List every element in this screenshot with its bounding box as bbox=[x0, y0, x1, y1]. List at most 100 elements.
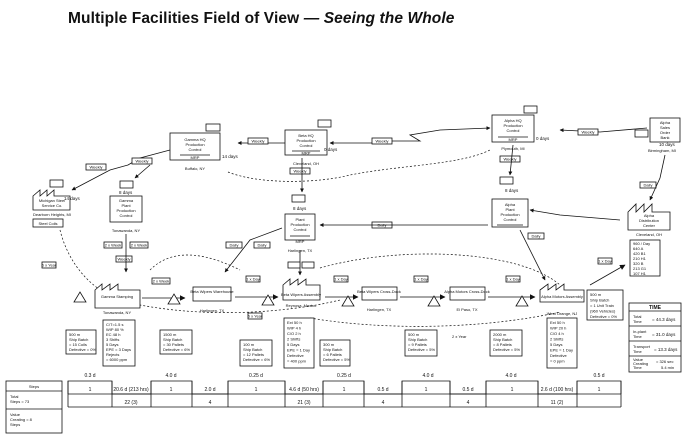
svg-text:213 G1: 213 G1 bbox=[633, 266, 647, 271]
svg-text:0.25 d: 0.25 d bbox=[249, 373, 263, 379]
beta-plant-control: Plant Production Control MRP 8 days Harl… bbox=[284, 158, 316, 253]
svg-text:Steps: Steps bbox=[10, 422, 20, 427]
process-5-name: Alpha Motors Cross-Dock bbox=[444, 289, 490, 294]
alpha-hq-control: Alpha HQ Production Control MRP 0 days P… bbox=[491, 105, 550, 151]
svg-text:2 Shifts: 2 Shifts bbox=[550, 337, 563, 342]
svg-text:Transport: Transport bbox=[633, 344, 651, 349]
svg-text:MRP: MRP bbox=[191, 155, 200, 160]
svg-text:Weekly: Weekly bbox=[89, 165, 102, 170]
svg-text:Production: Production bbox=[296, 138, 315, 143]
svg-text:Weekly: Weekly bbox=[581, 130, 594, 135]
svg-text:14 days: 14 days bbox=[222, 154, 239, 159]
title-text: Multiple Facilities Field of View bbox=[68, 10, 300, 27]
svg-text:22 (3): 22 (3) bbox=[124, 400, 137, 406]
svg-text:= 326 sec: = 326 sec bbox=[656, 359, 673, 364]
svg-text:Time: Time bbox=[633, 334, 643, 339]
svg-text:WIP 20 h: WIP 20 h bbox=[550, 326, 566, 331]
svg-text:Weekly: Weekly bbox=[503, 157, 516, 162]
svg-text:Alpha: Alpha bbox=[660, 120, 671, 125]
svg-text:= 6 Pallets: = 6 Pallets bbox=[323, 352, 342, 357]
svg-text:8 days: 8 days bbox=[293, 206, 307, 211]
svg-text:Service Co.: Service Co. bbox=[42, 203, 63, 208]
svg-text:Defective = 6%: Defective = 6% bbox=[243, 357, 270, 362]
svg-text:3 Shifts: 3 Shifts bbox=[106, 337, 119, 342]
svg-text:Ship Batch: Ship Batch bbox=[408, 337, 427, 342]
svg-text:Creating: Creating bbox=[633, 361, 648, 366]
svg-text:5 Days: 5 Days bbox=[550, 342, 562, 347]
data-box-8: 2000 m Ship Batch = 8 Pallets Defective … bbox=[489, 329, 523, 357]
svg-text:Gamma HQ: Gamma HQ bbox=[184, 137, 205, 142]
svg-text:Ext 50 h: Ext 50 h bbox=[287, 320, 302, 325]
svg-text:8 days: 8 days bbox=[119, 190, 133, 195]
svg-text:Time: Time bbox=[633, 349, 643, 354]
svg-text:Defective = 0%: Defective = 0% bbox=[69, 347, 96, 352]
svg-text:Time: Time bbox=[633, 319, 643, 324]
svg-text:Ship Batch: Ship Batch bbox=[323, 347, 342, 352]
svg-text:Reynosa, Mexico: Reynosa, Mexico bbox=[286, 303, 317, 308]
process-flow: 6 x Year Gamma Stamping Tonawanda, NY Be… bbox=[41, 229, 626, 339]
svg-text:= 8 Pallets: = 8 Pallets bbox=[493, 342, 512, 347]
svg-text:1 x Day: 1 x Day bbox=[246, 277, 260, 282]
svg-text:Control: Control bbox=[300, 143, 313, 148]
process-6-name: Alpha Motors Assembly bbox=[541, 294, 583, 299]
svg-text:0.5 d: 0.5 d bbox=[593, 373, 604, 379]
svg-text:Production: Production bbox=[185, 142, 204, 147]
svg-text:Ship Batch: Ship Batch bbox=[163, 337, 182, 342]
svg-text:1: 1 bbox=[425, 387, 428, 393]
svg-text:TIME: TIME bbox=[649, 305, 662, 311]
svg-text:Total: Total bbox=[10, 394, 19, 399]
svg-text:1 x Day: 1 x Day bbox=[414, 277, 428, 282]
svg-text:Center: Center bbox=[643, 223, 656, 228]
svg-text:Bank: Bank bbox=[660, 135, 669, 140]
svg-text:= 400 ppm: = 400 ppm bbox=[287, 359, 307, 364]
svg-text:107 H1: 107 H1 bbox=[633, 271, 647, 276]
svg-text:Plant: Plant bbox=[505, 207, 515, 212]
svg-text:Weekly: Weekly bbox=[293, 169, 306, 174]
svg-text:2.0 d: 2.0 d bbox=[204, 387, 215, 393]
svg-text:4.6 d (50 hrs): 4.6 d (50 hrs) bbox=[289, 387, 319, 393]
svg-text:C/T=1.5 s: C/T=1.5 s bbox=[106, 322, 123, 327]
svg-text:= 13.3 days: = 13.3 days bbox=[654, 347, 678, 352]
svg-text:6 x Year: 6 x Year bbox=[42, 263, 57, 268]
svg-text:In-plant: In-plant bbox=[633, 329, 647, 334]
svg-text:4.0 d: 4.0 d bbox=[505, 373, 516, 379]
svg-text:Harlingen, TX: Harlingen, TX bbox=[367, 307, 392, 312]
svg-text:5 Days: 5 Days bbox=[106, 342, 118, 347]
data-box-2: C/T=1.5 s WIP 80 % EC 48 h 3 Shifts 5 Da… bbox=[102, 319, 136, 367]
svg-text:Creating = 8: Creating = 8 bbox=[10, 417, 33, 422]
time-summary: TIME Total Time = 44.3 days In-plant Tim… bbox=[628, 302, 682, 373]
alpha-distribution-center: Alpha Distribution Center Cleveland, OH … bbox=[627, 154, 671, 277]
svg-text:Order: Order bbox=[660, 130, 671, 135]
svg-text:Birmingham, MI: Birmingham, MI bbox=[648, 148, 676, 153]
svg-text:300 m: 300 m bbox=[323, 342, 335, 347]
svg-text:Michigan Steel: Michigan Steel bbox=[39, 198, 65, 203]
svg-text:10 days: 10 days bbox=[659, 142, 676, 147]
svg-text:1: 1 bbox=[598, 387, 601, 393]
svg-text:Daily: Daily bbox=[644, 183, 653, 188]
svg-text:Sales: Sales bbox=[660, 125, 670, 130]
svg-text:2000 m: 2000 m bbox=[493, 332, 507, 337]
timeline: 0.3 d 4.0 d 0.25 d 0.25 d 4.0 d 4.0 d 0.… bbox=[5, 373, 622, 434]
svg-text:Defective = 5%: Defective = 5% bbox=[323, 357, 350, 362]
svg-text:EPE = 1 Day: EPE = 1 Day bbox=[550, 348, 573, 353]
svg-text:EPE = 1 Day: EPE = 1 Day bbox=[287, 348, 310, 353]
supplier-michigan-steel: Michigan Steel Service Co. 14 days Dearb… bbox=[32, 149, 171, 228]
svg-text:Defective = 6%: Defective = 6% bbox=[163, 347, 190, 352]
svg-text:20.6 d (213 hrs): 20.6 d (213 hrs) bbox=[113, 387, 149, 393]
svg-text:Value: Value bbox=[633, 357, 644, 362]
svg-text:Cleveland, OH: Cleveland, OH bbox=[293, 161, 319, 166]
svg-text:14 days: 14 days bbox=[64, 196, 81, 201]
svg-text:1: 1 bbox=[255, 387, 258, 393]
svg-text:Value: Value bbox=[10, 412, 21, 417]
svg-text:1 x Day: 1 x Day bbox=[334, 277, 348, 282]
svg-text:0.3 d: 0.3 d bbox=[84, 373, 95, 379]
svg-text:4: 4 bbox=[382, 400, 385, 406]
diagram-title: Multiple Facilities Field of View — Seei… bbox=[68, 10, 454, 28]
svg-text:= 44.3 days: = 44.3 days bbox=[652, 317, 676, 322]
svg-text:4.0 d: 4.0 d bbox=[422, 373, 433, 379]
svg-text:West Orange, NJ: West Orange, NJ bbox=[547, 311, 578, 316]
svg-text:4: 4 bbox=[209, 400, 212, 406]
svg-text:500 m: 500 m bbox=[69, 332, 81, 337]
schedule-lines: 2 x Week 2 x Week Weekly Daily Daily Dai… bbox=[103, 208, 621, 281]
svg-text:(960 Vehicles): (960 Vehicles) bbox=[590, 309, 616, 314]
